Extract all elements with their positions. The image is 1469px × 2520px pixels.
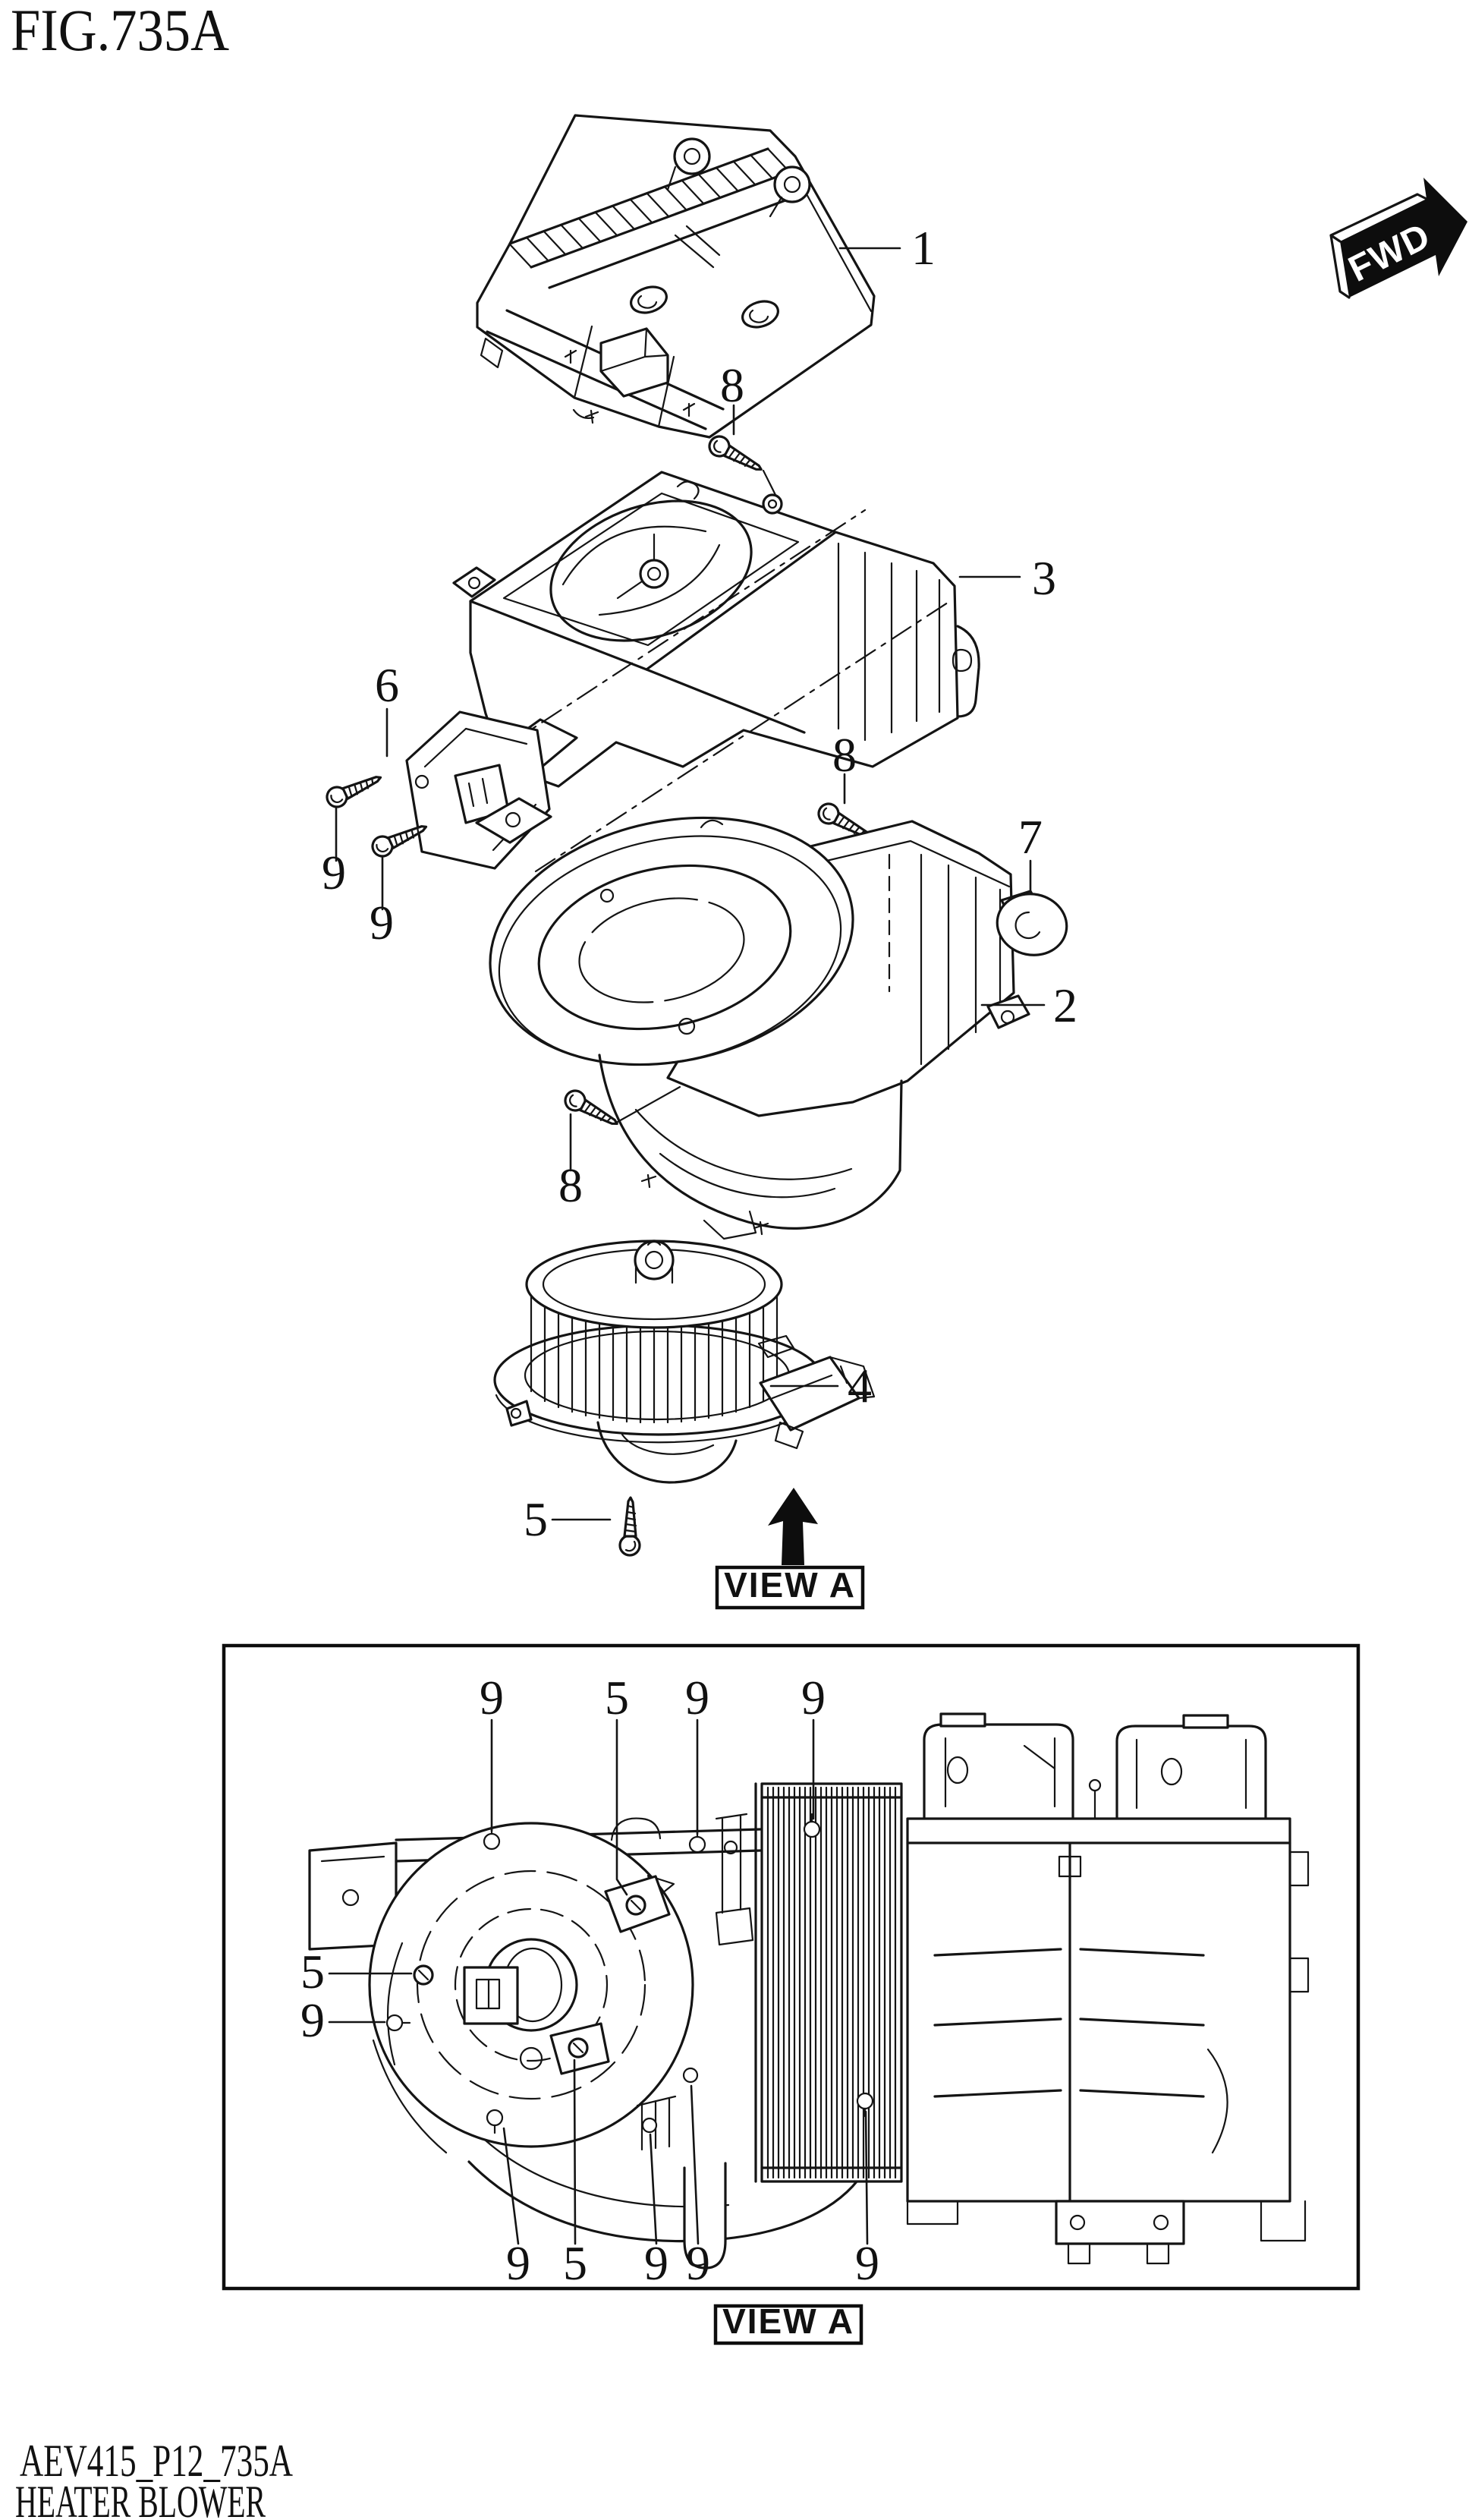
part-7-grommet xyxy=(996,893,1068,956)
callout-9-a: 9 xyxy=(322,846,346,899)
fwd-direction-badge: FWD xyxy=(1329,178,1467,299)
view-a-lower-text: VIEW A xyxy=(722,2301,854,2341)
callout-8-bottom: 8 xyxy=(558,1158,583,1212)
screw-8-top-icon xyxy=(704,431,777,496)
part-1-heater-case-upper xyxy=(476,114,876,439)
callout-1: 1 xyxy=(911,221,936,275)
leader-lines xyxy=(328,247,1046,2245)
view-a-assembly xyxy=(308,1712,1310,2270)
viewa-callout-left-2: 9 xyxy=(300,1993,325,2047)
viewa-callout-bottom-1: 9 xyxy=(506,2236,530,2290)
callout-labels: 1 8 3 6 9 9 8 7 2 8 4 5 9 5 9 9 5 9 9 5 … xyxy=(300,221,1077,2290)
viewa-callout-left-1: 5 xyxy=(300,1945,325,1999)
callout-4: 4 xyxy=(848,1359,872,1413)
part-3-case-middle xyxy=(452,471,980,788)
callout-9-b: 9 xyxy=(370,896,394,950)
screw-8-bottom-icon xyxy=(560,1085,681,1133)
viewa-callout-bottom-4: 9 xyxy=(686,2236,710,2290)
view-a-upper-text: VIEW A xyxy=(724,1565,856,1605)
viewa-callout-bottom-3: 9 xyxy=(644,2236,668,2290)
screw-5-icon xyxy=(618,1496,641,1557)
figure-name: HEATER BLOWER xyxy=(15,2477,266,2520)
viewa-callout-bottom-5: 9 xyxy=(855,2236,879,2290)
part-4-blower-motor xyxy=(493,1240,876,1484)
view-a-lower-label: VIEW A xyxy=(713,2301,863,2345)
figure-title: FIG.735A xyxy=(11,0,229,63)
view-a-upper-label: VIEW A xyxy=(715,1565,865,1610)
viewa-callout-top-3: 9 xyxy=(685,1671,709,1725)
figure-code: AEV415_P12_735A xyxy=(20,2436,293,2486)
callout-8-top: 8 xyxy=(720,358,744,412)
viewa-callout-top-2: 5 xyxy=(605,1671,629,1725)
callout-6: 6 xyxy=(375,658,399,712)
callout-3: 3 xyxy=(1032,551,1056,605)
view-a-arrow-icon xyxy=(768,1488,818,1565)
callout-7: 7 xyxy=(1018,810,1043,864)
callout-8-mid: 8 xyxy=(832,728,857,782)
part-2-case-lower xyxy=(475,797,1043,1240)
resistor-screw-1-icon xyxy=(322,766,386,811)
callout-5: 5 xyxy=(524,1492,548,1546)
viewa-callout-bottom-2: 5 xyxy=(563,2236,587,2290)
viewa-callout-top-4: 9 xyxy=(801,1671,826,1725)
viewa-callout-top-1: 9 xyxy=(480,1671,504,1725)
callout-2: 2 xyxy=(1053,978,1077,1032)
